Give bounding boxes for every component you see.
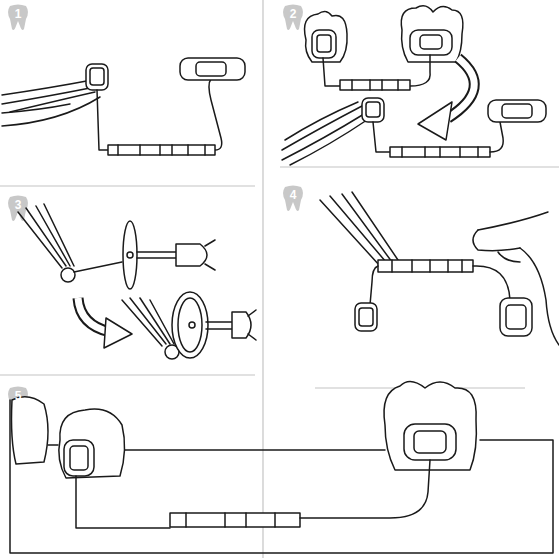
panel-divider <box>262 0 263 558</box>
panel-1-drawing <box>2 58 245 155</box>
panel-divider <box>280 166 559 167</box>
panel-divider <box>0 374 255 375</box>
panel-4-drawing <box>320 192 559 345</box>
panel-3-drawing <box>18 204 256 359</box>
panel-divider <box>0 185 255 186</box>
callout-number: 5 <box>8 389 28 403</box>
panel-5-drawing <box>10 381 553 553</box>
callout-number: 2 <box>283 7 303 21</box>
callout-number: 1 <box>8 7 28 21</box>
callout-number: 3 <box>8 198 28 212</box>
panel-2-drawing <box>282 6 546 165</box>
tooth-icons <box>8 5 303 413</box>
callout-number: 4 <box>283 188 303 202</box>
